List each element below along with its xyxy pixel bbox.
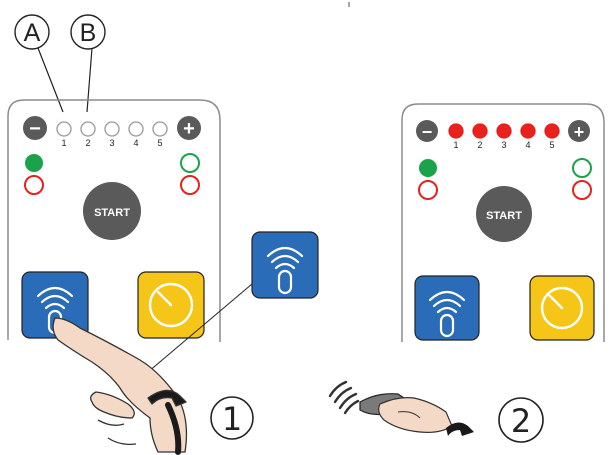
right-panel-indicator-led-5 — [545, 124, 559, 138]
right-panel-indicator-led-1 — [449, 124, 463, 138]
right-control-panel: − + 1 2 3 4 5 START — [402, 104, 604, 342]
callout-a-label: A — [24, 19, 41, 47]
left-panel-indicator-number-4: 4 — [133, 138, 138, 148]
right-panel-indicator-led-4 — [521, 124, 535, 138]
right-panel-indicator-number-1: 1 — [453, 140, 458, 150]
right-indicator-row: 1 2 3 4 5 — [449, 124, 559, 150]
callout-b-label: B — [80, 19, 97, 47]
svg-text:+: + — [574, 122, 585, 142]
right-minus-button[interactable]: − — [416, 120, 438, 142]
left-panel-indicator-led-3 — [105, 122, 119, 136]
left-panel-indicator-led-1 — [57, 122, 71, 136]
left-panel-indicator-led-4 — [129, 122, 143, 136]
right-panel-indicator-number-2: 2 — [477, 140, 482, 150]
right-panel-indicator-number-3: 3 — [501, 140, 506, 150]
left-panel-indicator-number-2: 2 — [85, 138, 90, 148]
svg-text:START: START — [486, 210, 522, 222]
step-two-marker: 2 — [499, 398, 543, 442]
left-timer-button[interactable] — [138, 272, 204, 338]
left-panel-indicator-led-2 — [81, 122, 95, 136]
svg-text:−: − — [422, 122, 433, 142]
right-status-ring-red — [573, 181, 591, 199]
right-panel-indicator-number-5: 5 — [549, 140, 554, 150]
left-control-panel: − + 1 2 3 4 5 START — [8, 100, 220, 342]
left-status-ring-red — [181, 176, 199, 194]
right-panel-indicator-led-2 — [473, 124, 487, 138]
left-start-button[interactable]: START — [83, 182, 141, 240]
hand-holding-remote-icon — [330, 382, 474, 436]
right-timer-button[interactable] — [530, 276, 594, 340]
right-panel-indicator-number-4: 4 — [525, 140, 530, 150]
callout-b: B — [71, 15, 105, 112]
left-panel-indicator-led-5 — [153, 122, 167, 136]
svg-text:1: 1 — [222, 400, 242, 438]
right-status-ring-green — [573, 159, 591, 177]
left-panel-indicator-number-1: 1 — [61, 138, 66, 148]
svg-text:START: START — [94, 207, 130, 219]
left-status-ring-green — [181, 154, 199, 172]
left-panel-indicator-number-5: 5 — [157, 138, 162, 148]
right-status-led-green — [419, 159, 437, 177]
step-one-marker: 1 — [211, 397, 253, 439]
svg-text:2: 2 — [511, 402, 531, 440]
right-plus-button[interactable]: + — [568, 120, 590, 142]
left-status-led-green — [25, 154, 43, 172]
left-minus-button[interactable]: − — [23, 116, 47, 140]
right-status-led-red — [419, 181, 437, 199]
left-indicator-row: 1 2 3 4 5 — [57, 122, 167, 148]
callout-a: A — [15, 15, 63, 112]
svg-text:−: − — [29, 118, 41, 140]
right-remote-button[interactable] — [415, 276, 479, 340]
right-start-button[interactable]: START — [476, 186, 532, 242]
svg-text:+: + — [183, 118, 195, 140]
left-status-led-red — [25, 176, 43, 194]
right-panel-indicator-led-3 — [497, 124, 511, 138]
left-panel-indicator-number-3: 3 — [109, 138, 114, 148]
left-plus-button[interactable]: + — [177, 116, 201, 140]
